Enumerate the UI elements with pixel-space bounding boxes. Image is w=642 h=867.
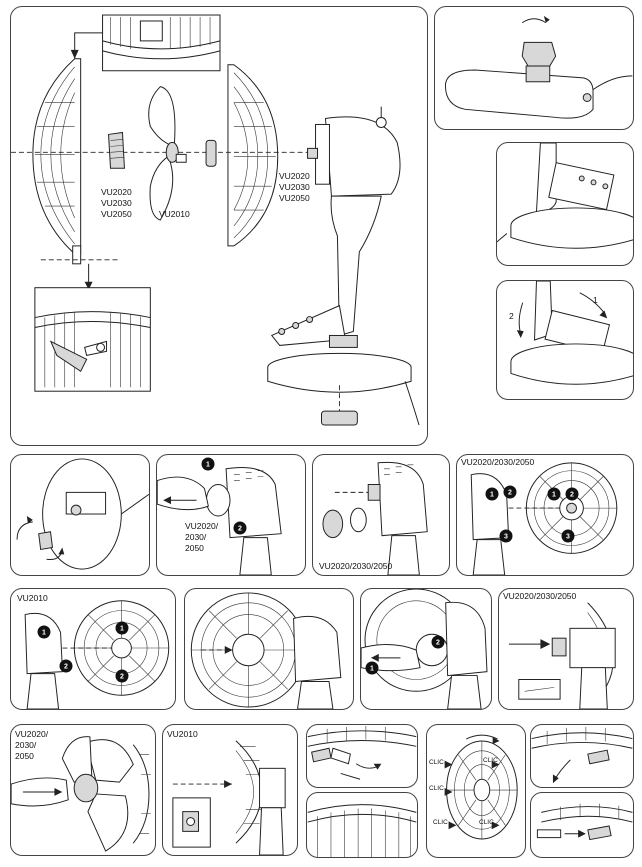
badge-1: 1	[490, 492, 494, 499]
step-number: 1	[593, 295, 598, 305]
spinner-tighten-drawing	[11, 736, 151, 852]
badge-1: 1	[42, 630, 46, 637]
vu2010-blade-drawing	[172, 740, 286, 855]
hub	[108, 131, 125, 169]
vu2010-guard-drawing	[24, 600, 170, 709]
front-guard	[227, 64, 279, 247]
model-label: 2050	[185, 543, 204, 553]
clic-label: CLIC	[429, 759, 444, 766]
clic-label: CLIC	[483, 757, 498, 764]
model-label: VU2020	[279, 171, 310, 181]
fan-body	[267, 106, 420, 426]
clic-label: CLIC	[429, 785, 444, 792]
model-label: VU2020	[101, 187, 132, 197]
parts-removed-drawing	[322, 461, 428, 575]
vu2010-guard-panel: VU2010 1 1 2 2	[10, 588, 176, 710]
badge-1: 1	[370, 666, 374, 673]
remove-cap-drawing	[157, 467, 282, 575]
base-nut-panel	[434, 6, 634, 130]
rear-guard-lock-drawing	[361, 589, 488, 709]
model-label: 2030/	[185, 532, 207, 542]
base-nut-drawing	[444, 15, 633, 119]
clip-detail-panel-4	[530, 792, 634, 858]
exploded-view-panel: VU2020 VU2030 VU2050 VU2010 VU2020 VU203…	[10, 6, 428, 446]
clip-detail-drawing-3	[531, 726, 633, 784]
blade-attach-drawing	[508, 602, 616, 709]
badge-2: 2	[238, 526, 242, 533]
badge-2: 2	[436, 640, 440, 647]
step-model-label: VU2020/ 2030/ 2050	[15, 729, 48, 762]
badge-3: 3	[566, 534, 570, 541]
guard-clip-detail-top	[102, 14, 221, 72]
badge-2: 2	[64, 664, 68, 671]
front-guard-open-drawing	[470, 462, 618, 575]
badge-2: 2	[120, 674, 124, 681]
body-model-labels: VU2020 VU2030 VU2050	[279, 171, 310, 204]
model-label: VU2030	[279, 182, 310, 192]
step-model-label: VU2020/2030/2050	[461, 457, 535, 467]
model-label: 2050	[15, 751, 34, 761]
model-label: VU2030	[101, 198, 132, 208]
front-guard-open-panel: VU2020/2030/2050 1 2 1 2 3 3	[456, 454, 634, 576]
clip-detail-drawing-4	[536, 803, 633, 841]
clic-label: CLIC	[433, 819, 448, 826]
vu2010-blade-panel: VU2010	[162, 724, 298, 856]
clip-detail-panel-1	[306, 724, 418, 788]
remove-nut-panel	[10, 454, 150, 576]
blade-attach-panel: VU2020/2030/2050	[498, 588, 634, 710]
remove-cap-panel: 1 2 VU2020/ 2030/ 2050	[156, 454, 306, 576]
clip-detail-drawing-2	[307, 804, 417, 857]
model-label: 2030/	[15, 740, 37, 750]
spinner-tighten-panel: VU2020/ 2030/ 2050	[10, 724, 156, 856]
parts-removed-panel: VU2020/2030/2050	[312, 454, 450, 576]
exploded-view-drawing	[11, 14, 420, 426]
rear-guard	[32, 58, 82, 265]
rear-guard-attach-panel	[184, 588, 354, 710]
guard-model-labels: VU2020 VU2030 VU2050	[101, 187, 132, 220]
rear-guard-attach-drawing	[190, 592, 342, 709]
step-model-label: VU2020/ 2030/ 2050	[185, 521, 218, 554]
badge-2: 2	[570, 492, 574, 499]
model-label: VU2020/	[185, 521, 219, 531]
guard-clip-detail-bottom	[34, 287, 151, 392]
model-label: VU2050	[101, 209, 132, 219]
model-label: VU2020/	[15, 729, 49, 739]
model-label: VU2050	[279, 193, 310, 203]
base-nut	[321, 385, 358, 426]
step-model-label: VU2010	[167, 729, 198, 739]
step-number: 2	[509, 311, 514, 321]
badge-3: 3	[504, 534, 508, 541]
badge-1: 1	[120, 626, 124, 633]
clip-detail-panel-2	[306, 792, 418, 858]
remove-nut-drawing	[16, 458, 149, 570]
badge-1: 1	[552, 492, 556, 499]
step-model-label: VU2020/2030/2050	[319, 561, 393, 571]
badge-1: 1	[206, 462, 210, 469]
step-model-label: VU2010	[17, 593, 48, 603]
step-model-label: VU2020/2030/2050	[503, 591, 577, 601]
base-assembly-panel	[496, 142, 634, 266]
base-clip-drawing	[510, 281, 633, 385]
rear-guard-lock-panel: 1 2	[360, 588, 492, 710]
clip-detail-drawing-1	[307, 725, 417, 780]
clic-guard-panel: CLIC CLIC CLIC CLIC CLIC	[426, 724, 526, 858]
blade	[148, 86, 187, 221]
blade-model-label: VU2010	[159, 209, 190, 219]
badge-2: 2	[508, 490, 512, 497]
base-assembly-drawing	[497, 143, 633, 249]
clic-label: CLIC	[479, 819, 494, 826]
base-clip-panel: 2 1	[496, 280, 634, 400]
clic-guard-drawing	[444, 734, 518, 840]
clip-detail-panel-3	[530, 724, 634, 788]
